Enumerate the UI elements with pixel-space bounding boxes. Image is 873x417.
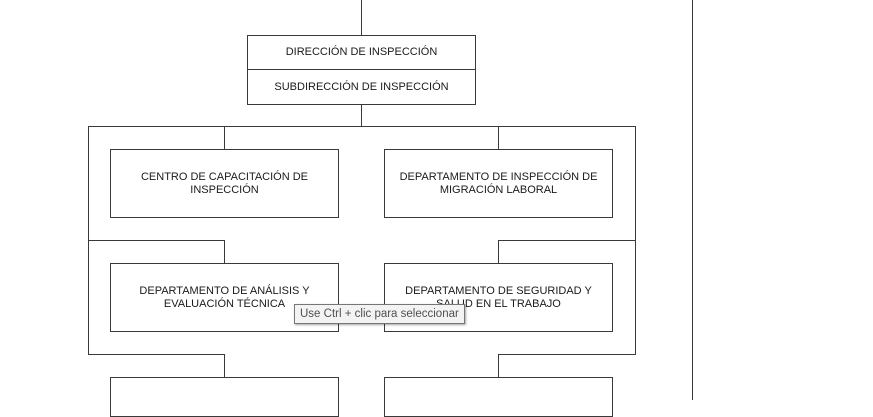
frame-mid-2-right bbox=[498, 240, 636, 241]
unit-label: CENTRO DE CAPACITACIÓN DE INSPECCIÓN bbox=[140, 170, 309, 196]
page-right-border bbox=[692, 0, 693, 400]
connector-right-3 bbox=[498, 354, 499, 377]
subdirection-label: SUBDIRECCIÓN DE INSPECCIÓN bbox=[274, 80, 449, 93]
unit-box-technical-analysis[interactable]: DEPARTAMENTO DE ANÁLISIS Y EVALUACIÓN TÉ… bbox=[110, 263, 339, 332]
connector-left-2 bbox=[224, 240, 225, 263]
frame-right-2 bbox=[635, 240, 636, 355]
unit-label: DEPARTAMENTO DE SEGURIDAD Y SALUD EN EL … bbox=[405, 284, 592, 310]
selection-tooltip: Use Ctrl + clic para seleccionar bbox=[294, 304, 465, 324]
connector-top-vertical bbox=[361, 0, 362, 36]
frame-mid-2-left bbox=[88, 240, 225, 241]
unit-box-labor-migration[interactable]: DEPARTAMENTO DE INSPECCIÓN DE MIGRACIÓN … bbox=[384, 149, 613, 218]
unit-label: DEPARTAMENTO DE INSPECCIÓN DE MIGRACIÓN … bbox=[399, 170, 598, 196]
org-chart-canvas: DIRECCIÓN DE INSPECCIÓN SUBDIRECCIÓN DE … bbox=[88, 0, 693, 417]
direction-label: DIRECCIÓN DE INSPECCIÓN bbox=[285, 46, 438, 58]
unit-label: DEPARTAMENTO DE ANÁLISIS Y EVALUACIÓN TÉ… bbox=[139, 284, 310, 310]
direction-box[interactable]: DIRECCIÓN DE INSPECCIÓN bbox=[247, 35, 476, 70]
frame-mid-3-left bbox=[88, 354, 225, 355]
connector-left-1 bbox=[224, 126, 225, 149]
unit-box-training-center[interactable]: CENTRO DE CAPACITACIÓN DE INSPECCIÓN bbox=[110, 149, 339, 218]
frame-left-2 bbox=[88, 240, 89, 355]
connector-right-2 bbox=[498, 240, 499, 263]
frame-right-1 bbox=[635, 126, 636, 241]
unit-box-bottom-left[interactable] bbox=[110, 377, 339, 417]
connector-director-to-frame bbox=[361, 104, 362, 127]
connector-left-3 bbox=[224, 354, 225, 377]
subdirection-box[interactable]: SUBDIRECCIÓN DE INSPECCIÓN bbox=[247, 69, 476, 105]
unit-box-bottom-right[interactable] bbox=[384, 377, 613, 417]
frame-mid-3-right bbox=[498, 354, 636, 355]
frame-top bbox=[88, 126, 636, 127]
frame-left-1 bbox=[88, 126, 89, 241]
connector-right-1 bbox=[498, 126, 499, 149]
